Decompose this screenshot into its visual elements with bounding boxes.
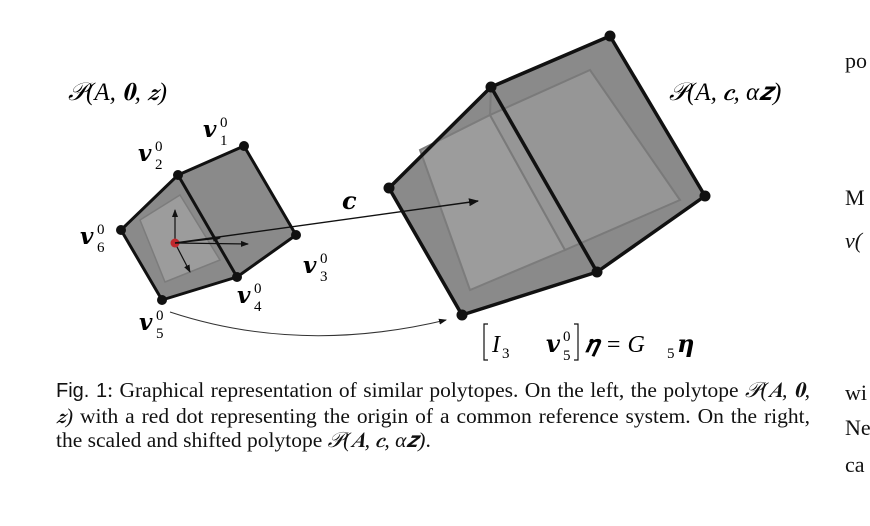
large-polytope-inner-face-2 <box>488 68 682 252</box>
vertex-label-v1: 𝒗 0 1 <box>203 115 228 149</box>
shift-vector-c <box>174 198 479 244</box>
caption-text-2: with a red dot representing the origin o… <box>56 403 810 453</box>
svg-text:2: 2 <box>155 157 163 173</box>
svg-text:0: 0 <box>254 281 262 297</box>
left-polytope-label: 𝒫(A, 𝟎, 𝒛) <box>68 79 167 106</box>
vertex-label-v5: 𝒗 0 5 <box>139 308 164 342</box>
vertex-label-v3: 𝒗 0 3 <box>303 251 328 285</box>
svg-text:1: 1 <box>220 133 228 149</box>
large-polytope-middle-edge <box>489 86 599 273</box>
svg-text:𝒗: 𝒗 <box>546 332 561 358</box>
vertex-label-v4: 𝒗 0 4 <box>237 281 262 315</box>
small-polytope-middle-edge <box>176 174 239 278</box>
svg-text:I: I <box>491 332 501 358</box>
svg-text:0: 0 <box>97 222 105 238</box>
svg-text:𝜼: 𝜼 <box>677 332 694 358</box>
side-column-text-1: po <box>845 48 867 73</box>
svg-text:0: 0 <box>320 251 328 267</box>
small-polytope <box>116 141 301 305</box>
svg-text:0: 0 <box>220 115 228 131</box>
axis-right-long <box>174 240 249 247</box>
side-column-text-5: Ne <box>845 415 870 440</box>
svg-text:3: 3 <box>320 269 328 285</box>
svg-text:5: 5 <box>156 326 164 342</box>
vertex-label-v2: 𝒗 0 2 <box>138 139 163 173</box>
svg-text:0: 0 <box>156 308 164 324</box>
svg-text:𝒗: 𝒗 <box>80 224 94 249</box>
mapping-arrow <box>169 311 447 337</box>
svg-text:0: 0 <box>155 139 163 155</box>
svg-text:3: 3 <box>502 346 510 362</box>
side-column-text-2: M <box>845 185 865 210</box>
svg-text:𝒗: 𝒗 <box>303 253 317 278</box>
svg-text:𝒗: 𝒗 <box>139 310 153 335</box>
figure-caption: Fig. 1: Graphical representation of simi… <box>56 378 810 453</box>
svg-text:0: 0 <box>563 329 571 345</box>
right-polytope-label: 𝒫(A, 𝒄, α𝒛) <box>669 79 781 106</box>
caption-text-1: : Graphical representation of similar po… <box>107 378 746 402</box>
svg-text:𝜼 = G: 𝜼 = G <box>585 332 645 358</box>
side-column-text-4: wi <box>845 380 867 405</box>
caption-math-1: 𝒫(𝑨, 𝟎, 𝒛) <box>56 378 810 428</box>
svg-text:𝒗: 𝒗 <box>203 117 217 142</box>
vertex-label-v6: 𝒗 0 6 <box>80 222 105 256</box>
small-polytope-inner-face <box>139 193 222 283</box>
svg-text:𝒗: 𝒗 <box>138 141 152 166</box>
axis-depth <box>174 242 191 273</box>
svg-text:5: 5 <box>563 348 571 364</box>
side-column-text-6: ca <box>845 452 865 477</box>
mapping-equation: I 3 𝒗 0 5 𝜼 = G 5 𝜼 <box>483 323 694 364</box>
caption-text-3: . <box>425 428 431 452</box>
figure-label: Fig. 1 <box>56 380 108 402</box>
side-column-text-3: ν( <box>845 228 863 253</box>
svg-text:𝒗: 𝒗 <box>237 283 251 308</box>
polytope-figure: 𝒫(A, 𝟎, 𝒛) 𝒫(A, 𝒄, α𝒛) 𝒄 𝒗 0 1 𝒗 0 2 𝒗 0… <box>68 30 781 364</box>
caption-math-2: 𝒫(𝑨, 𝒄, α𝒛) <box>327 428 426 452</box>
svg-text:4: 4 <box>254 299 262 315</box>
svg-text:5: 5 <box>667 346 675 362</box>
svg-text:6: 6 <box>97 240 105 256</box>
large-polytope <box>383 30 711 321</box>
vector-c-label: 𝒄 <box>342 189 357 215</box>
